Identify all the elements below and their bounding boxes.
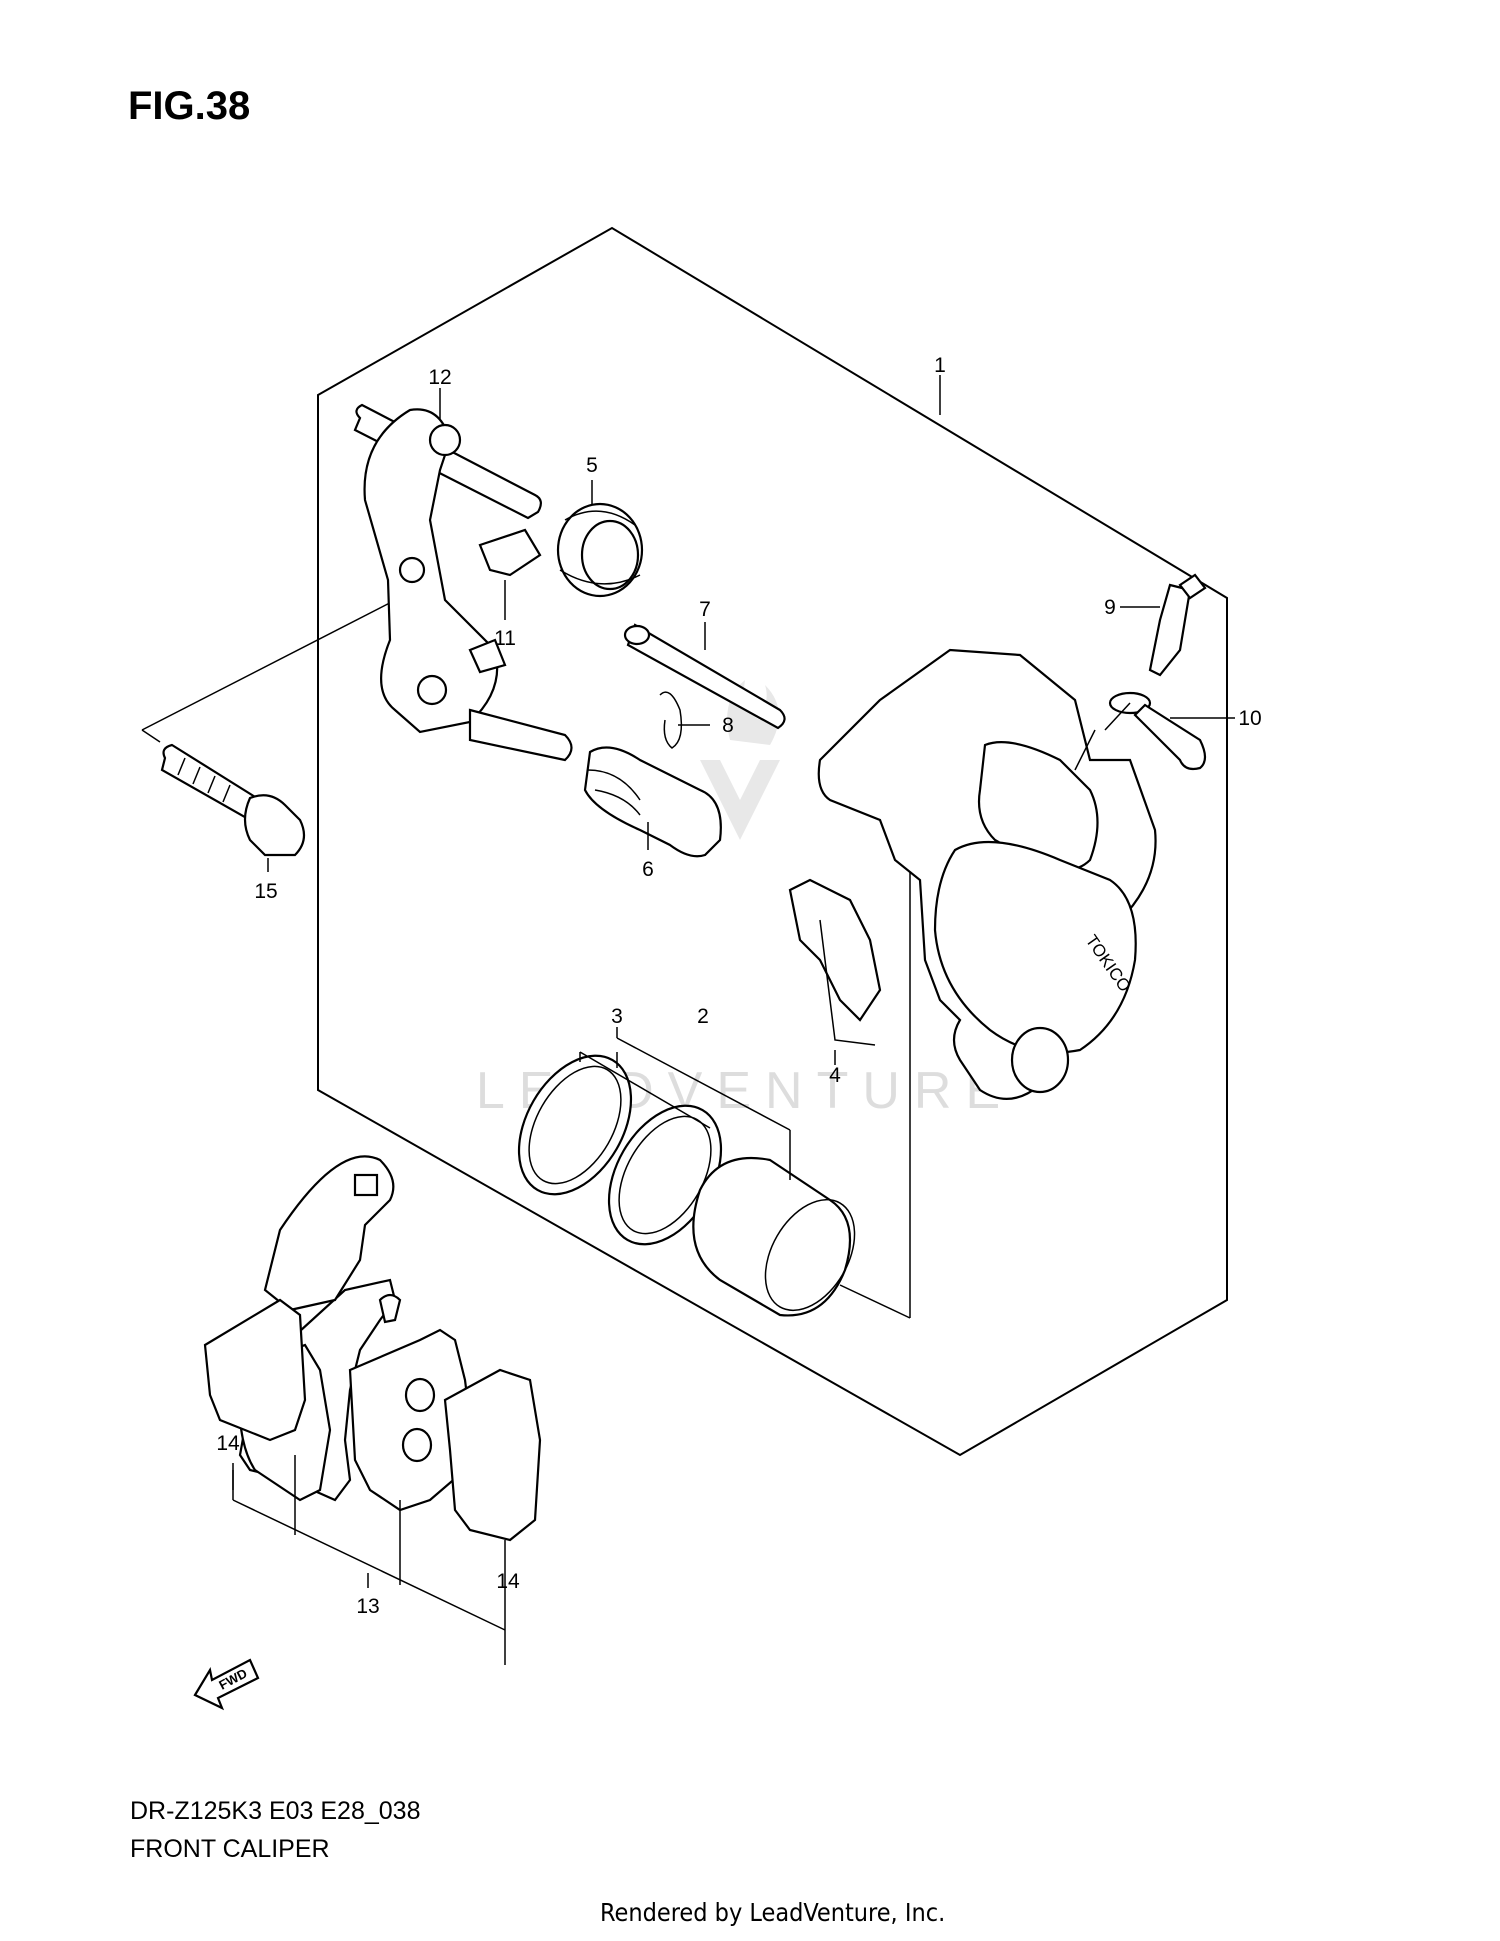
mounting-bolt-15 [160,743,306,872]
callout-11: 11 [494,627,516,650]
callout-10: 10 [1238,707,1261,730]
callout-15: 15 [254,880,277,903]
pin-clip-8 [659,691,683,749]
assembly-1-box [317,226,1228,1457]
bleeder-cap-10 [1108,691,1207,771]
pad-retainer-4 [788,878,882,1046]
callout-5: 5 [586,454,598,477]
callout-14-left: 14 [216,1432,240,1455]
caliper-bracket-12 [353,403,573,762]
bleeder-screw-9 [1148,573,1207,677]
rendered-by-footer: Rendered by LeadVenture, Inc. [600,1898,946,1927]
callout-4: 4 [829,1064,841,1087]
pad-pin-7 [623,623,786,730]
callout-3: 3 [611,1005,623,1028]
fwd-arrow-icon: FWD [193,1658,260,1711]
pad-spring-11 [468,528,542,674]
callout-13: 13 [356,1595,379,1618]
piston-seal-3 [517,1054,633,1196]
brake-pads-13 [203,1155,542,1542]
callout-labels: 1 2 3 4 5 6 7 8 9 10 11 12 13 14 14 15 [216,354,1261,1618]
pin-boot-6 [583,746,722,858]
callout-7: 7 [699,598,711,621]
callout-14-right: 14 [496,1570,520,1593]
callout-2: 2 [697,1005,709,1028]
callout-12: 12 [428,366,451,389]
callout-6: 6 [642,858,654,881]
piston [692,1156,856,1317]
figure-title: FIG.38 [128,84,251,128]
diagram-caption: FRONT CALIPER [130,1835,330,1863]
callout-8: 8 [722,714,734,737]
caliper-body: TOKICO [817,648,1157,1100]
callout-9: 9 [1104,596,1116,619]
boot-5 [556,502,644,598]
model-code: DR-Z125K3 E03 E28_038 [130,1797,421,1825]
callout-1: 1 [934,354,946,377]
